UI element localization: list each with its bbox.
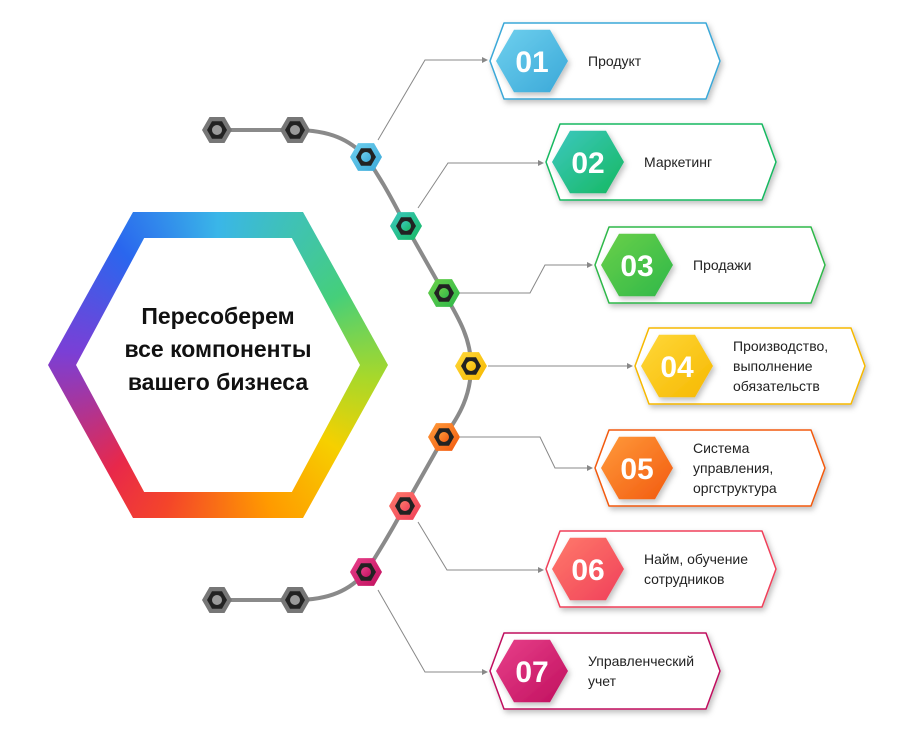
step-number: 04 <box>660 351 694 384</box>
step-number-badge <box>552 130 624 194</box>
step-number: 03 <box>620 250 653 283</box>
step-label: учет <box>588 673 617 689</box>
nut-hole <box>290 125 300 135</box>
connector-arrow <box>377 589 488 675</box>
step-label: Управленческий <box>588 653 694 669</box>
step-number-badge <box>552 537 624 601</box>
nut-hole <box>212 595 222 605</box>
step-02: 02 Маркетинг <box>390 123 777 240</box>
step-label: сотрудников <box>644 571 724 587</box>
nut-hole <box>400 501 410 511</box>
step-number-badge <box>601 436 673 500</box>
center-title-line: Пересоберем <box>141 303 295 329</box>
step-label: оргструктура <box>693 480 777 496</box>
step-number-badge <box>496 29 568 93</box>
center-hexagon-fill <box>76 238 360 492</box>
connector-arrow <box>458 262 593 294</box>
step-label: Найм, обучение <box>644 551 748 567</box>
nut-hole <box>439 288 449 298</box>
step-number: 01 <box>515 46 548 79</box>
step-label: обязательств <box>733 378 820 394</box>
connector-arrow <box>417 160 544 209</box>
step-07: 07 Управленческий учет <box>350 558 721 710</box>
backbone-line <box>217 128 474 602</box>
connector-arrow <box>377 57 488 141</box>
step-number-badge <box>641 334 713 398</box>
connector-arrow <box>460 436 593 471</box>
step-label: Продажи <box>693 257 751 273</box>
step-number-badge <box>601 233 673 297</box>
step-label: Маркетинг <box>644 154 712 170</box>
step-05: 05 Система управления, оргструктура <box>428 423 826 507</box>
step-label: управления, <box>693 460 773 476</box>
step-number: 07 <box>515 656 548 689</box>
nut-hole <box>401 221 411 231</box>
nut-hole <box>212 125 222 135</box>
nut-hole <box>290 595 300 605</box>
nut-hole <box>361 152 371 162</box>
step-03: 03 Продажи <box>428 226 826 307</box>
step-number: 05 <box>620 453 653 486</box>
step-number: 06 <box>571 554 604 587</box>
nut-hole <box>466 361 476 371</box>
step-label: Производство, <box>733 338 828 354</box>
step-06: 06 Найм, обучение сотрудников <box>389 492 777 608</box>
center-title: Пересоберем все компоненты вашего бизнес… <box>90 300 346 399</box>
step-01: 01 Продукт <box>350 22 721 171</box>
center-title-line: вашего бизнеса <box>127 369 309 395</box>
center-title-line: все компоненты <box>124 336 312 362</box>
step-label: Продукт <box>588 53 642 69</box>
step-number: 02 <box>571 147 604 180</box>
nut-hole <box>439 432 449 442</box>
step-label: Система <box>693 440 750 456</box>
connector-arrow <box>417 521 544 573</box>
step-number-badge <box>496 639 568 703</box>
step-label: выполнение <box>733 358 813 374</box>
nut-hole <box>361 567 371 577</box>
step-04: 04 Производство, выполнение обязательств <box>455 327 866 405</box>
